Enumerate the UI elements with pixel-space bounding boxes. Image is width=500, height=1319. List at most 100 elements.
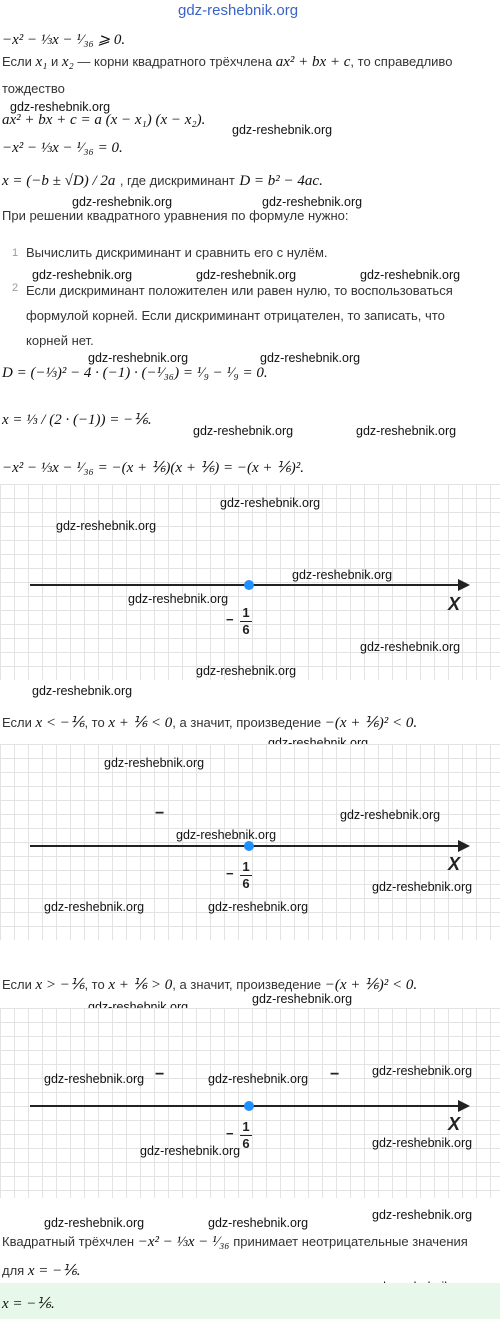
axis-label: X xyxy=(448,594,461,614)
point-num: 1 xyxy=(242,1119,250,1134)
disc-formula: D = b² − 4ac. xyxy=(239,173,323,189)
watermark: gdz-reshebnik.org xyxy=(44,1216,145,1230)
for-x: x = −⅙. xyxy=(27,1263,81,1279)
roots-intro: Если x₁ и x₂ — корни квадратного трёхчле… xyxy=(2,53,498,71)
watermark: gdz-reshebnik.org xyxy=(196,664,297,678)
trinomial-general: ax² + bx + c xyxy=(275,54,351,70)
watermark: gdz-reshebnik.org xyxy=(44,900,145,914)
then-word: , то xyxy=(84,715,105,730)
root-calc: x = ⅓ / (2 · (−1)) = −⅙. xyxy=(2,412,152,428)
point-num: 1 xyxy=(242,859,250,874)
conclusion-line: Квадратный трёхчлен −x² − ⅓x − ¹⁄₃₆ прин… xyxy=(2,1233,468,1251)
watermark: gdz-reshebnik.org xyxy=(356,424,457,438)
watermark: gdz-reshebnik.org xyxy=(340,808,441,822)
watermark: gdz-reshebnik.org xyxy=(140,1144,241,1158)
watermark: gdz-reshebnik.org xyxy=(260,351,361,365)
conclusion-c: для xyxy=(2,1263,25,1278)
point-den: 6 xyxy=(242,876,250,891)
point-dot xyxy=(244,1101,254,1111)
point-den: 6 xyxy=(242,622,250,637)
axis-label: X xyxy=(448,1114,461,1134)
watermark: gdz-reshebnik.org xyxy=(208,900,309,914)
minus-sign: − xyxy=(330,1066,340,1083)
watermark: gdz-reshebnik.org xyxy=(32,684,133,698)
watermark: gdz-reshebnik.org xyxy=(104,756,205,770)
condition1: x < −⅙ xyxy=(35,715,85,731)
factor-formula: −x² − ⅓x − ¹⁄₃₆ = −(x + ⅙)(x + ⅙) = −(x … xyxy=(2,460,305,476)
step1-num: 1 xyxy=(12,247,19,259)
means-product: , а значит, произведение xyxy=(172,977,322,992)
watermark: gdz-reshebnik.org xyxy=(360,268,461,282)
axis-arrow-icon xyxy=(458,579,470,591)
roots-formula: x = (−b ± √D) / 2a xyxy=(2,173,116,189)
solve-rule: При решении квадратного уравнения по фор… xyxy=(2,208,349,223)
watermark: gdz-reshebnik.org xyxy=(208,1216,309,1230)
x2-symbol: x₂ xyxy=(61,54,74,70)
watermark: gdz-reshebnik.org xyxy=(372,1136,473,1150)
axis-arrow-icon xyxy=(458,1100,470,1112)
means-product: , а значит, произведение xyxy=(172,715,322,730)
number-line-grid xyxy=(0,744,500,940)
point-sign: − xyxy=(226,1126,234,1141)
point-label: − 1 6 xyxy=(226,860,252,891)
roots-intro-b: и xyxy=(51,54,59,69)
watermark: gdz-reshebnik.org xyxy=(292,568,393,582)
watermark: gdz-reshebnik.org xyxy=(10,100,111,114)
point-label: − 1 6 xyxy=(226,1120,252,1151)
watermark: gdz-reshebnik.org xyxy=(88,351,189,365)
number-line-grid xyxy=(0,484,500,680)
point-label: − 1 6 xyxy=(226,606,252,637)
watermark: gdz-reshebnik.org xyxy=(360,640,461,654)
condition2-line: Если x > −⅙, то x + ⅙ > 0, а значит, про… xyxy=(2,976,417,994)
point-sign: − xyxy=(226,612,234,627)
then-word: , то xyxy=(84,977,105,992)
if-word: Если xyxy=(2,715,32,730)
minus-sign: − xyxy=(155,805,165,822)
conclusion-b: принимает неотрицательные значения xyxy=(233,1234,468,1249)
watermark: gdz-reshebnik.org xyxy=(176,828,277,842)
watermark: gdz-reshebnik.org xyxy=(220,496,321,510)
watermark: gdz-reshebnik.org xyxy=(72,195,173,209)
watermark: gdz-reshebnik.org xyxy=(178,2,299,19)
step2-num: 2 xyxy=(12,282,19,294)
inequality-formula: −x² − ⅓x − ¹⁄₃₆ ⩾ 0. xyxy=(2,32,126,48)
point-sign: − xyxy=(226,866,234,881)
watermark: gdz-reshebnik.org xyxy=(372,880,473,894)
condition1-a: x + ⅙ < 0 xyxy=(108,715,173,731)
watermark: gdz-reshebnik.org xyxy=(193,424,294,438)
product-negative: −(x + ⅙)² < 0. xyxy=(324,715,418,731)
roots-intro-c: — корни квадратного трёхчлена xyxy=(77,54,273,69)
condition2-a: x + ⅙ > 0 xyxy=(108,977,173,993)
step2-text: Если дискриминант положителен или равен … xyxy=(26,283,453,348)
roots-intro-d: , то справедливо xyxy=(350,54,453,69)
identity-word: тождество xyxy=(2,81,65,96)
trinomial: −x² − ⅓x − ¹⁄₃₆ xyxy=(137,1234,230,1250)
watermark: gdz-reshebnik.org xyxy=(262,195,363,209)
step1-text: Вычислить дискриминант и сравнить его с … xyxy=(26,245,328,260)
condition2: x > −⅙ xyxy=(35,977,85,993)
if-word: Если xyxy=(2,977,32,992)
conclusion-a: Квадратный трёхчлен xyxy=(2,1234,135,1249)
watermark: gdz-reshebnik.org xyxy=(44,1072,145,1086)
roots-intro-a: Если xyxy=(2,54,32,69)
minus-sign: − xyxy=(155,1066,165,1083)
condition1-line: Если x < −⅙, то x + ⅙ < 0, а значит, про… xyxy=(2,714,417,732)
final-answer: x = −⅙. xyxy=(2,1296,55,1312)
answer-box xyxy=(0,1283,500,1319)
watermark: gdz-reshebnik.org xyxy=(128,592,229,606)
x1-symbol: x₁ xyxy=(35,54,48,70)
watermark: gdz-reshebnik.org xyxy=(208,1072,309,1086)
point-dot xyxy=(244,580,254,590)
equation-formula: −x² − ⅓x − ¹⁄₃₆ = 0. xyxy=(2,140,123,156)
conclusion-c-line: для x = −⅙. xyxy=(2,1262,81,1280)
watermark: gdz-reshebnik.org xyxy=(372,1064,473,1078)
watermark: gdz-reshebnik.org xyxy=(372,1208,473,1222)
identity-formula: ax² + bx + c = a (x − x₁) (x − x₂). xyxy=(2,112,206,128)
axis-label: X xyxy=(448,854,461,874)
roots-line: x = (−b ± √D) / 2a , где дискриминант D … xyxy=(2,172,323,190)
disc-calc: D = (−⅓)² − 4 · (−1) · (−¹⁄₃₆) = ¹⁄₉ − ¹… xyxy=(2,365,268,381)
point-den: 6 xyxy=(242,1136,250,1151)
axis-arrow-icon xyxy=(458,840,470,852)
point-dot xyxy=(244,841,254,851)
watermark: gdz-reshebnik.org xyxy=(252,992,353,1006)
